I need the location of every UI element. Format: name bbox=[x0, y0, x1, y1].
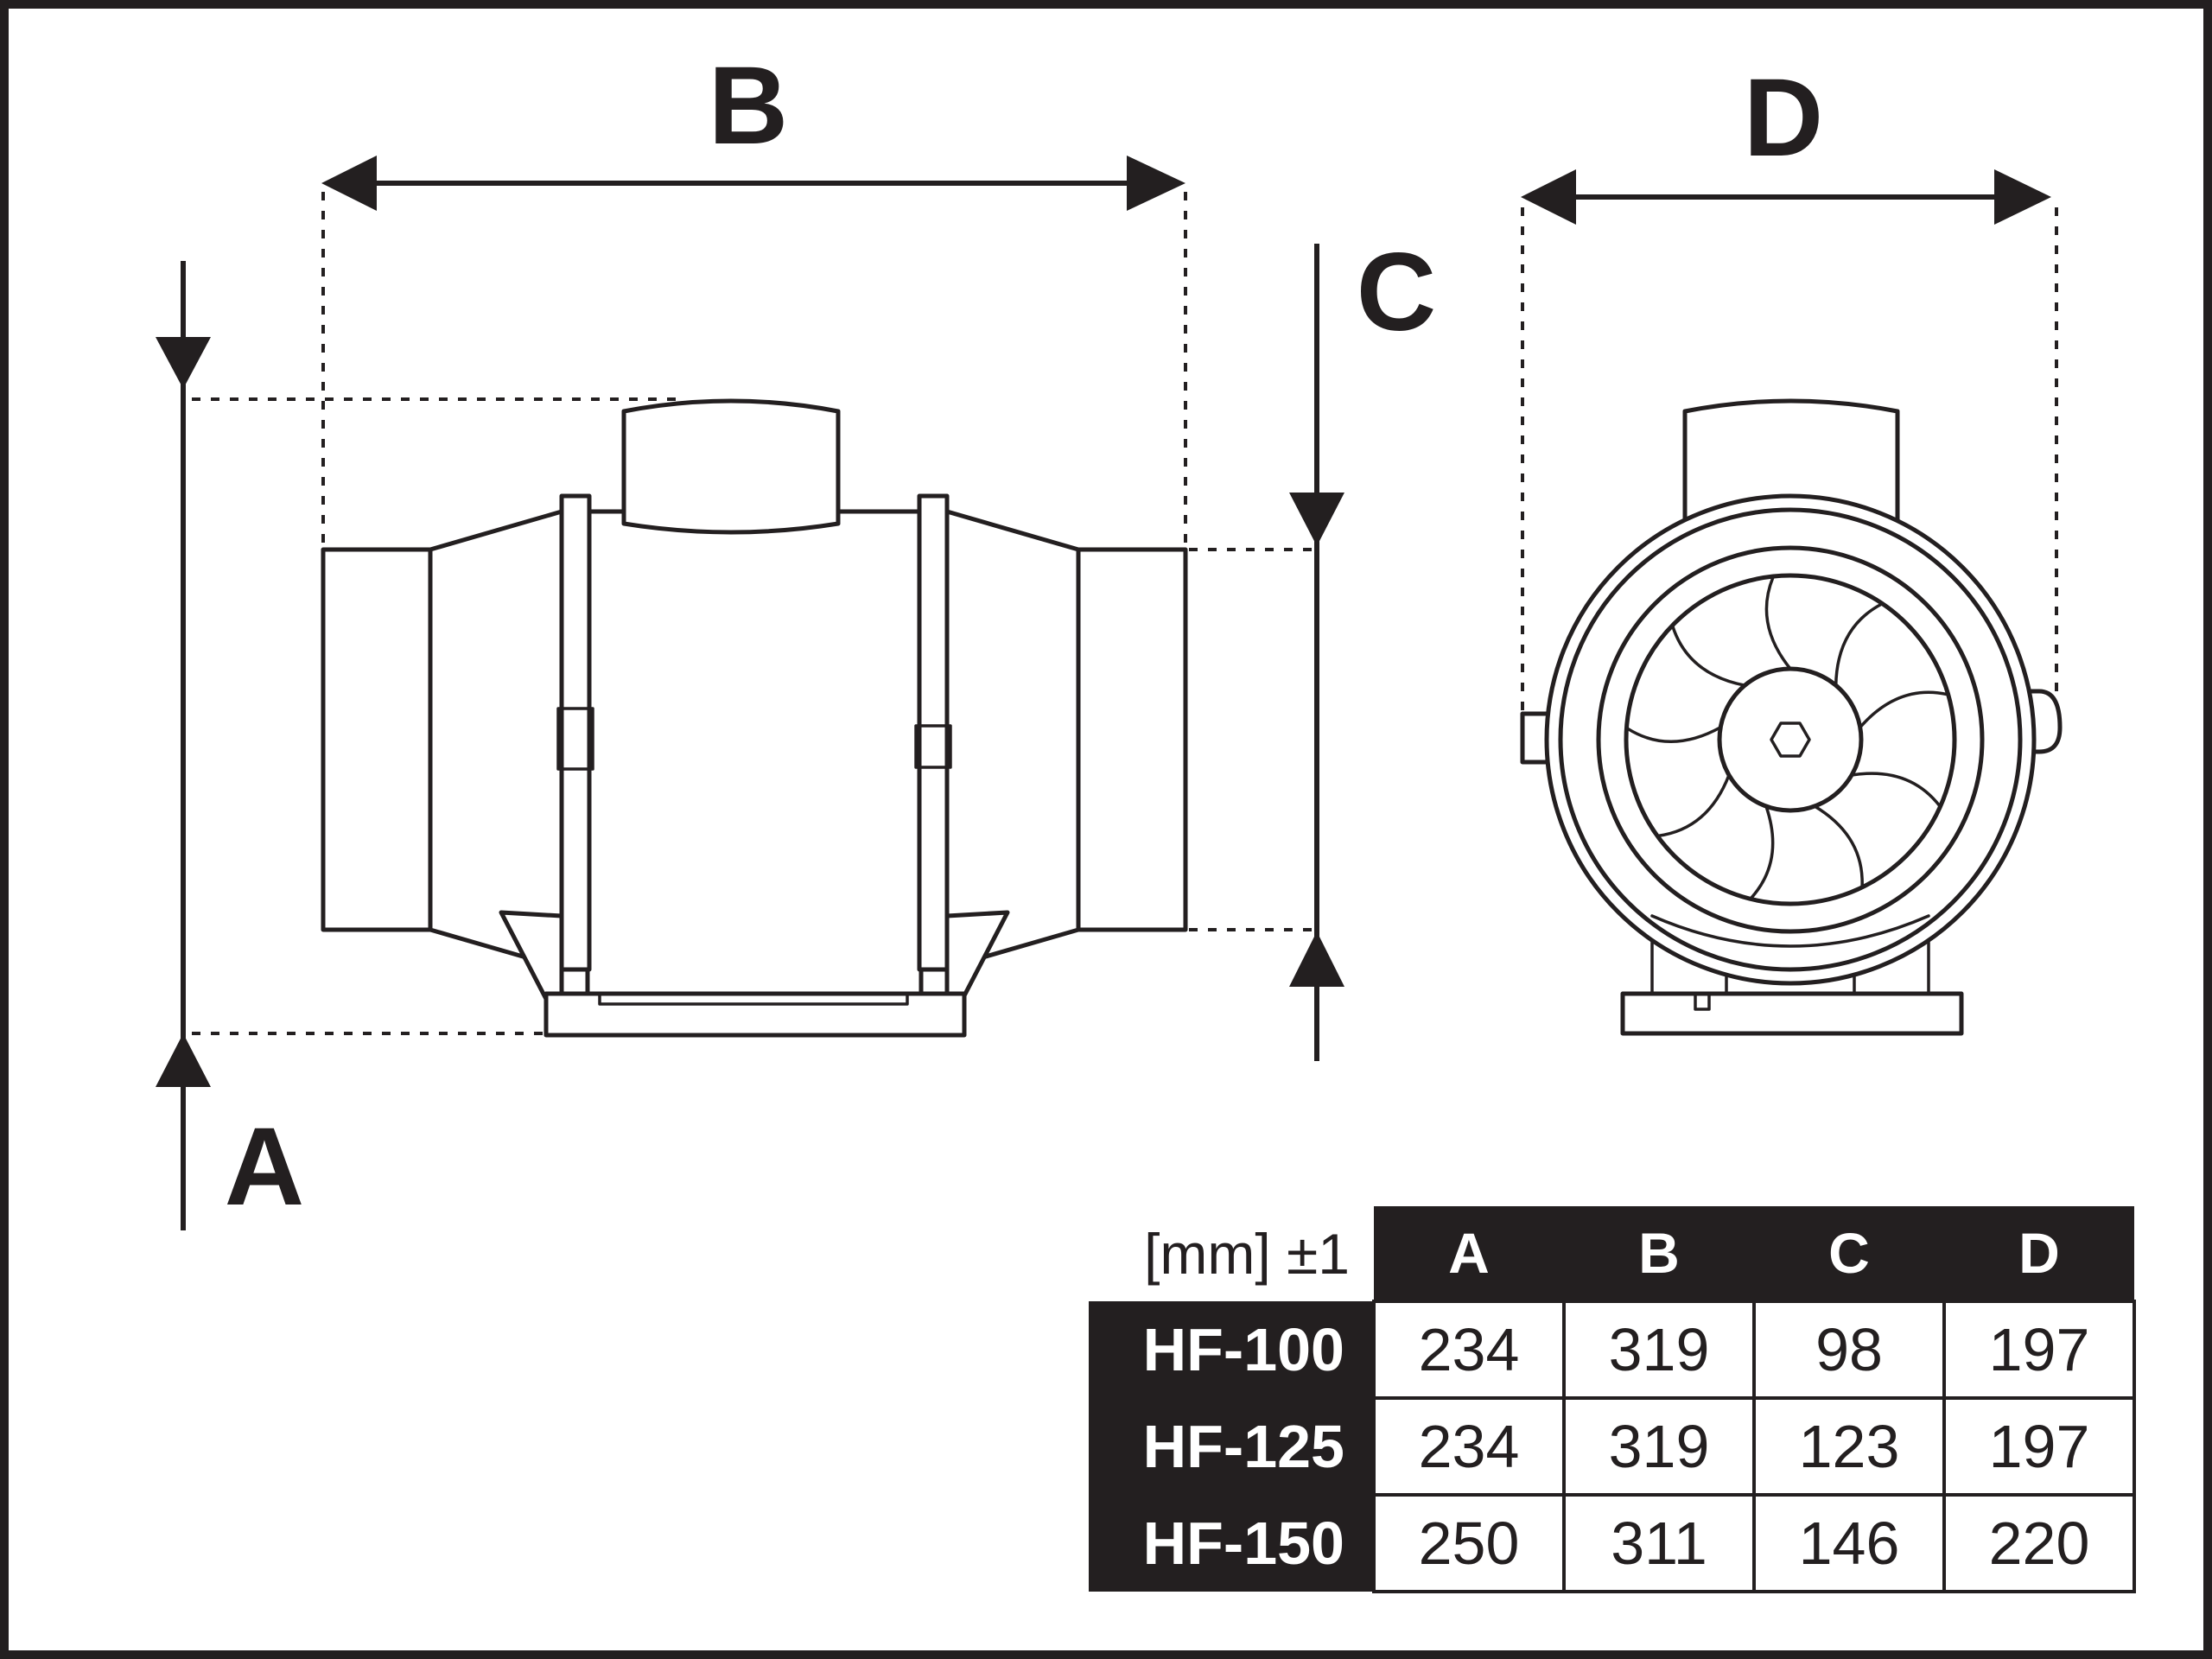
left-foot-bracket bbox=[499, 910, 564, 1005]
table-row: HF-150 250 311 146 220 bbox=[1089, 1493, 2136, 1593]
right-cone bbox=[944, 509, 1081, 970]
table-unit-label: [mm] ±1 bbox=[1089, 1206, 1374, 1301]
row-model-hf-100: HF-100 bbox=[1089, 1301, 1374, 1398]
dimension-a bbox=[156, 261, 676, 1230]
front-band-arc bbox=[1650, 914, 1930, 948]
left-spigot bbox=[321, 547, 433, 932]
terminal-box bbox=[621, 398, 841, 535]
duct-ring bbox=[1596, 545, 1985, 934]
right-band-buckle bbox=[914, 724, 952, 769]
base-plate bbox=[543, 991, 967, 1038]
side-view-fan bbox=[321, 398, 1188, 1038]
table-cell: 123 bbox=[1752, 1396, 1946, 1497]
main-body bbox=[585, 509, 924, 996]
column-header-a: A bbox=[1374, 1206, 1564, 1301]
label-b: B bbox=[709, 44, 788, 168]
table-cell: 98 bbox=[1752, 1300, 1946, 1400]
table-cell: 220 bbox=[1942, 1493, 2136, 1593]
row-model-hf-125: HF-125 bbox=[1089, 1398, 1374, 1495]
column-header-d: D bbox=[1944, 1206, 2134, 1301]
right-clamp-band bbox=[917, 493, 950, 972]
dimensions-table: [mm] ±1 A B C D HF-100 234 319 98 197 HF… bbox=[1089, 1206, 2136, 1593]
table-header-row: [mm] ±1 A B C D bbox=[1089, 1206, 2134, 1301]
impeller-hub bbox=[1717, 666, 1864, 813]
table-cell: 234 bbox=[1372, 1300, 1566, 1400]
label-a: A bbox=[225, 1105, 304, 1229]
table-cell: 197 bbox=[1942, 1396, 2136, 1497]
dimension-c bbox=[1189, 244, 1344, 1061]
table-cell: 311 bbox=[1562, 1493, 1756, 1593]
table-cell: 319 bbox=[1562, 1300, 1756, 1400]
front-base-plate bbox=[1620, 991, 1964, 1036]
table-cell: 197 bbox=[1942, 1300, 2136, 1400]
label-d: D bbox=[1744, 56, 1823, 180]
impeller-blades bbox=[1625, 575, 1949, 900]
impeller-ring bbox=[1624, 573, 1957, 906]
left-cone bbox=[428, 509, 564, 970]
right-foot-bracket bbox=[944, 910, 1010, 1005]
front-view-fan bbox=[1520, 398, 2063, 1036]
table-cell: 319 bbox=[1562, 1396, 1756, 1497]
dimension-b bbox=[321, 156, 1187, 548]
housing-inner-ring bbox=[1558, 507, 2023, 972]
left-band-buckle bbox=[556, 707, 594, 771]
dimension-d bbox=[1521, 169, 2058, 712]
label-c: C bbox=[1357, 231, 1436, 354]
table-cell: 146 bbox=[1752, 1493, 1946, 1593]
front-base-notch bbox=[1694, 992, 1711, 1011]
row-model-hf-150: HF-150 bbox=[1089, 1495, 1374, 1592]
table-cell: 250 bbox=[1372, 1493, 1566, 1593]
column-header-b: B bbox=[1564, 1206, 1754, 1301]
table-row: HF-100 234 319 98 197 bbox=[1089, 1300, 2136, 1400]
front-terminal-box bbox=[1682, 398, 1900, 530]
table-cell: 234 bbox=[1372, 1396, 1566, 1497]
hub-hex-nut bbox=[1770, 721, 1811, 758]
table-row: HF-125 234 319 123 197 bbox=[1089, 1396, 2136, 1497]
right-spigot bbox=[1076, 547, 1188, 932]
left-clamp-band bbox=[559, 493, 592, 972]
column-header-c: C bbox=[1754, 1206, 1944, 1301]
